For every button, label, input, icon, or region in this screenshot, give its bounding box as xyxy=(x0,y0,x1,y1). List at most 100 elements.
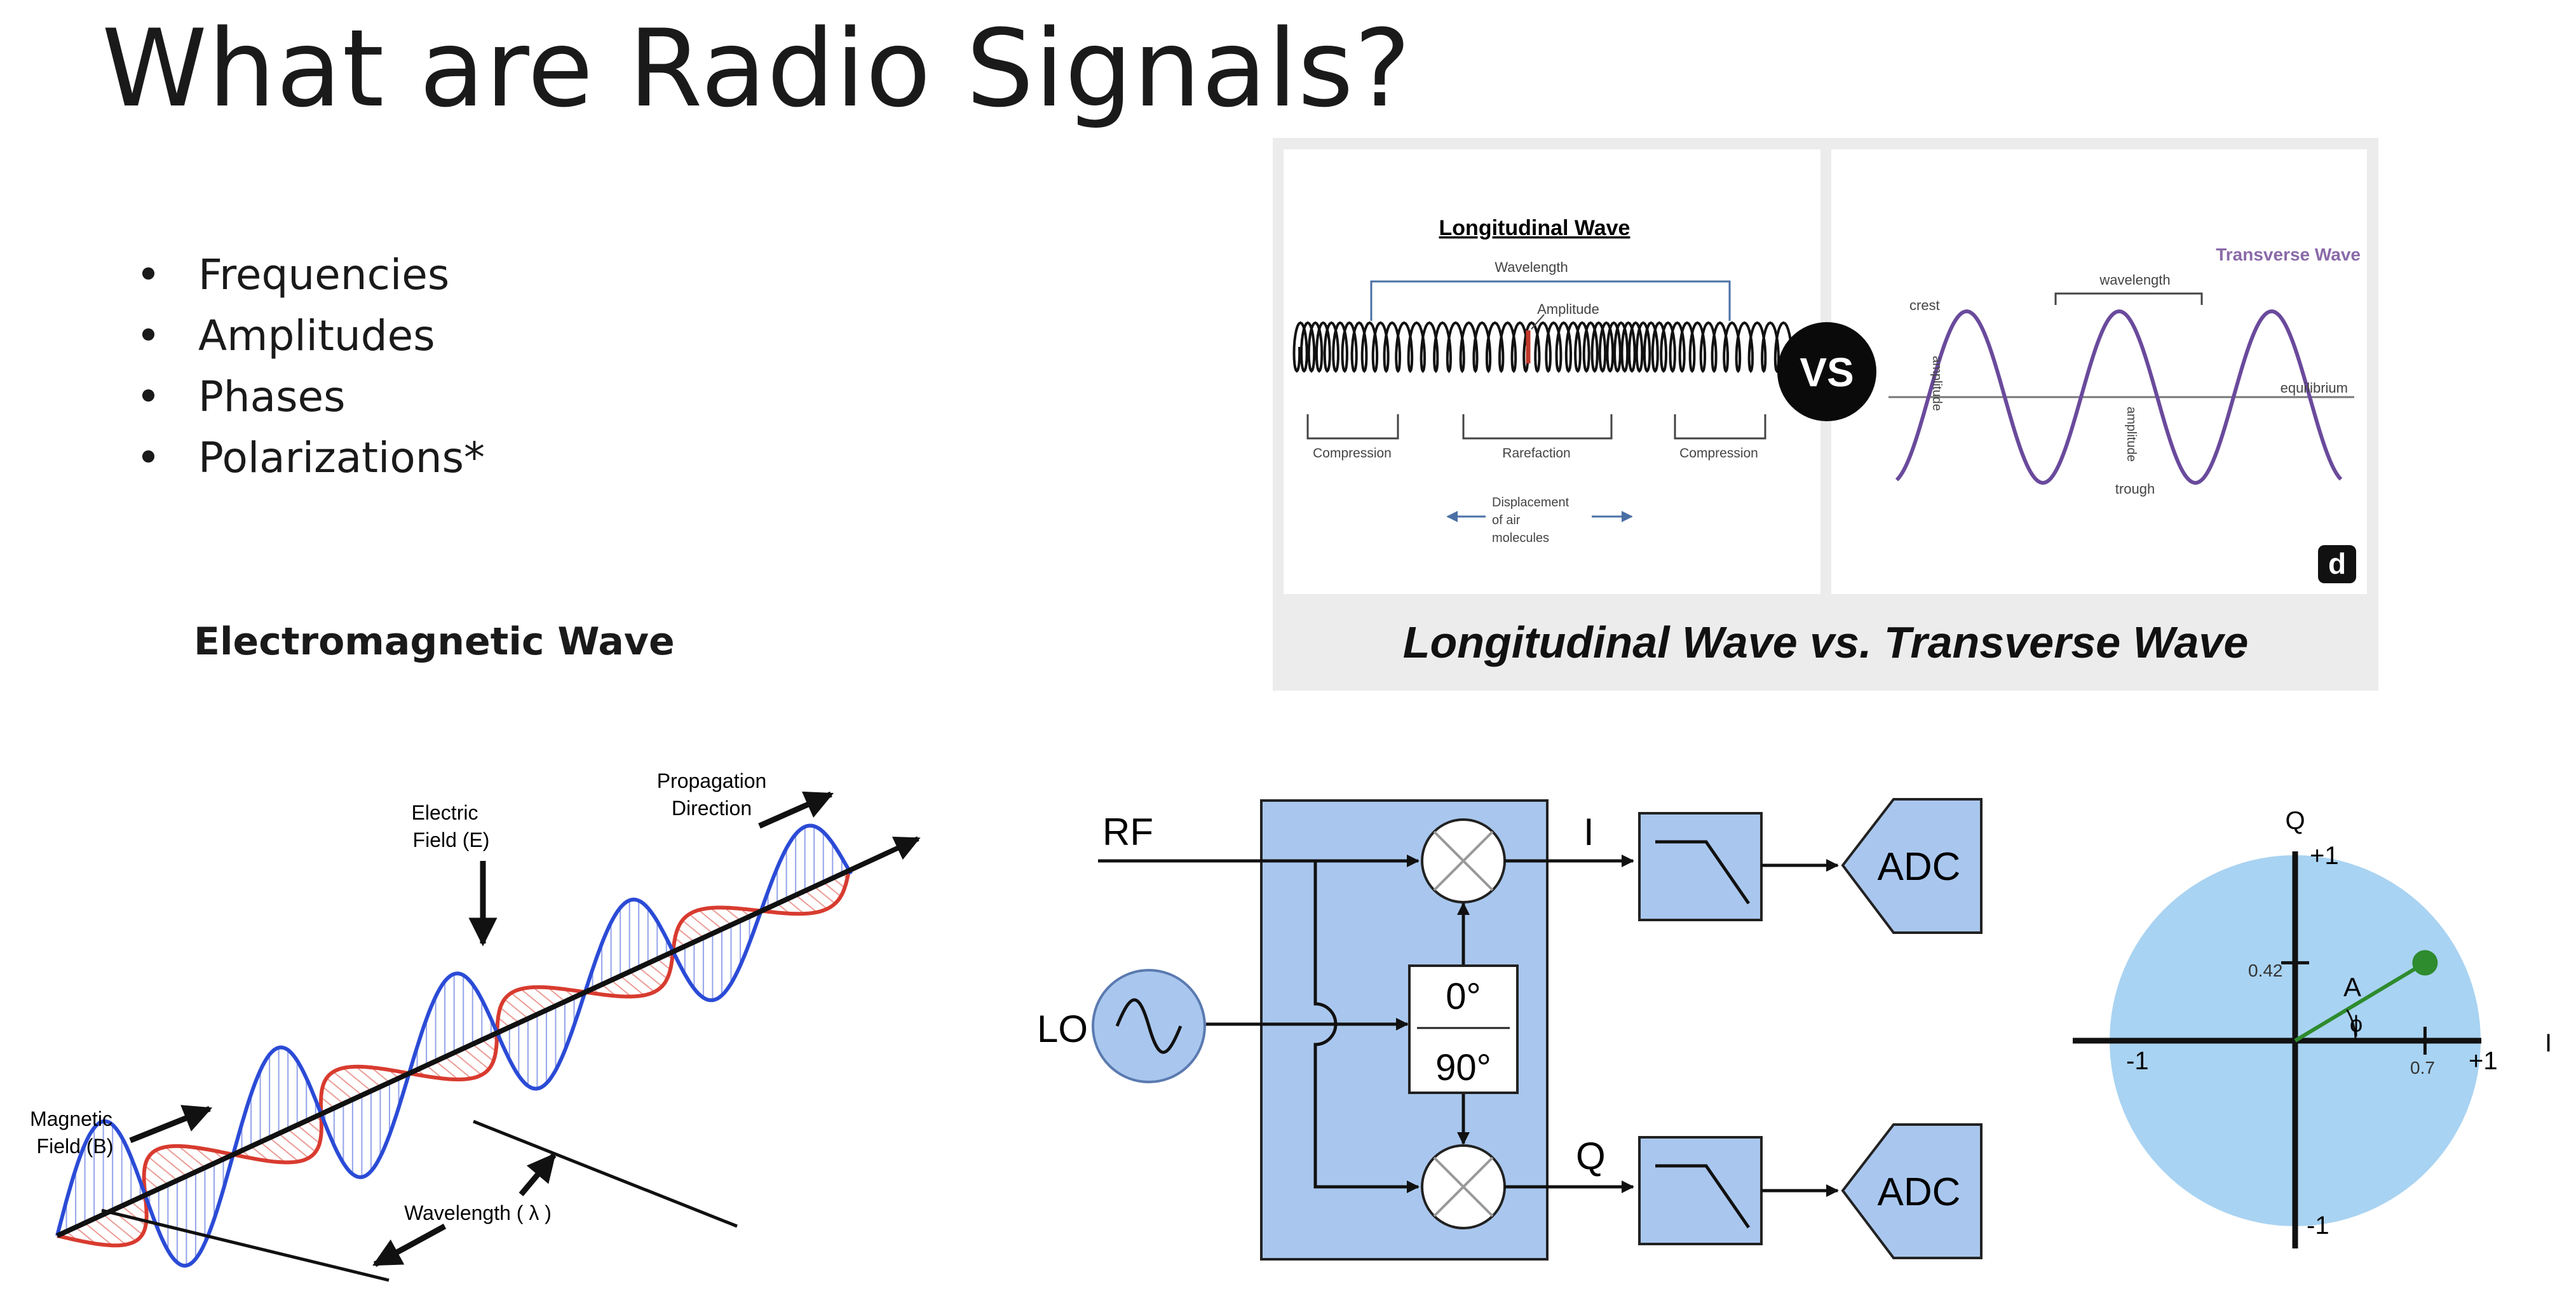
magnetic-field-hatch xyxy=(786,898,805,914)
electric-field-label-line2: Field (E) xyxy=(413,828,490,851)
wavelength-bracket xyxy=(1370,280,1731,321)
magnetic-field-hatch xyxy=(269,1137,299,1162)
magnetic-field-hatch xyxy=(278,1133,309,1159)
adc-bottom xyxy=(1841,1123,1983,1259)
magnetic-field-hatch xyxy=(165,1146,196,1173)
iq-demodulator-diagram: 0° 90° ADC ADC RF LO I Q xyxy=(1037,798,1983,1261)
magnetic-field-hatch xyxy=(689,914,714,934)
propagation-label-line1: Propagation xyxy=(657,769,767,792)
magnetic-field-hatch xyxy=(647,963,668,980)
magnetic-field-hatch xyxy=(130,1201,147,1215)
compression-label-right: Compression xyxy=(1679,446,1758,461)
magnetic-field-hatch xyxy=(287,1128,316,1153)
magnetic-field-hatch xyxy=(342,1067,372,1092)
magnetic-field-hatch xyxy=(795,894,818,913)
magnetic-field-hatch xyxy=(472,1043,494,1062)
phase-bottom-label: 90° xyxy=(1435,1047,1491,1088)
magnetic-field-hatch xyxy=(144,1165,168,1186)
magnetic-field-hatch xyxy=(93,1218,126,1245)
compression-bracket-left xyxy=(1306,414,1399,440)
transverse-wavelength-label: wavelength xyxy=(2099,272,2170,288)
magnetic-field-hatch xyxy=(370,1067,390,1083)
magnetic-field-arrow xyxy=(129,1105,213,1144)
magnetic-field-hatch xyxy=(724,907,741,921)
wavelength-arrow-left xyxy=(372,1224,447,1267)
magnetic-field-hatch xyxy=(520,988,547,1011)
magnetic-field-hatch xyxy=(103,1214,137,1242)
magnetic-field-hatch xyxy=(306,1120,322,1133)
q-label: Q xyxy=(1576,1135,1606,1177)
magnetic-field-hatch xyxy=(84,1222,113,1246)
bottom-mixer-cross-icon xyxy=(1433,1156,1494,1217)
lowpass-filter-bottom xyxy=(1638,1136,1763,1245)
magnetic-field-hatch xyxy=(677,928,695,943)
topic-item: •Frequencies xyxy=(136,250,450,299)
magnetic-field-hatch xyxy=(813,886,836,904)
adc-top xyxy=(1841,798,1983,934)
publisher-logo xyxy=(2318,545,2356,583)
vs-badge xyxy=(1777,322,1876,421)
compression-bracket-right xyxy=(1674,414,1766,440)
crest-label: crest xyxy=(1909,297,1940,313)
magnetic-field-hatch xyxy=(143,1176,159,1190)
rf-label: RF xyxy=(1102,811,1153,853)
magnetic-field-hatch xyxy=(638,966,663,987)
transverse-title: Transverse Wave xyxy=(2216,245,2361,264)
magnetic-field-hatch xyxy=(322,1086,344,1104)
topic-label: Frequencies xyxy=(198,250,450,299)
topic-label: Phases xyxy=(198,372,346,421)
propagation-arrow xyxy=(758,791,834,829)
magnetic-field-hatch xyxy=(510,992,538,1015)
magnetic-field-label-line2: Field (B) xyxy=(37,1135,114,1158)
magnetic-field-hatch xyxy=(481,1039,496,1052)
compression-label-left: Compression xyxy=(1313,446,1392,461)
trough-amplitude-label: amplitude xyxy=(2124,407,2138,462)
phase-label: ϕ xyxy=(2350,1011,2362,1037)
q-plus-one-label: +1 xyxy=(2310,842,2339,870)
page-title: What are Radio Signals? xyxy=(102,6,1412,131)
electric-field-wave xyxy=(55,823,853,1268)
magnetic-field-hatch xyxy=(804,890,828,910)
topic-item: •Amplitudes xyxy=(136,311,435,360)
phase-shifter xyxy=(1408,964,1519,1094)
magnetic-field-hatch xyxy=(326,1078,353,1100)
longitudinal-wavelength-label: Wavelength xyxy=(1495,259,1568,275)
magnetic-field-hatch xyxy=(547,987,566,1002)
magnetic-field-hatch xyxy=(698,909,722,930)
amplitude-pointer xyxy=(1531,314,1545,330)
topic-label: Amplitudes xyxy=(198,311,435,360)
magnetic-field-hatch xyxy=(194,1147,215,1164)
magnetic-field-hatch xyxy=(823,881,841,897)
magnetic-field-hatch xyxy=(250,1146,270,1162)
wavelength-label: Wavelength ( λ ) xyxy=(404,1201,552,1224)
em-wave-caption: Electromagnetic Wave xyxy=(194,619,675,664)
displacement-label-line3: molecules xyxy=(1492,531,1549,545)
magnetic-field-hatch xyxy=(532,987,557,1006)
magnetic-field-hatch xyxy=(463,1048,489,1070)
transverse-wavelength-bracket xyxy=(2054,292,2203,305)
displacement-label-line2: of air xyxy=(1492,513,1521,527)
wavelength-guide-left xyxy=(101,1208,390,1282)
publisher-logo-text: d xyxy=(2328,547,2346,580)
magnetic-field-hatch xyxy=(710,907,732,926)
comparison-caption: Longitudinal Wave vs. Transverse Wave xyxy=(1403,618,2249,667)
magnetic-field-curve xyxy=(57,867,851,1248)
lowpass-top-icon xyxy=(1655,840,1751,905)
magnetic-field-hatch xyxy=(320,1097,335,1109)
q-minus-one-label: -1 xyxy=(2307,1212,2329,1240)
i-label: I xyxy=(1583,811,1594,853)
crest-amplitude-label: amplitude xyxy=(1930,356,1944,411)
lowpass-bottom-icon xyxy=(1655,1164,1751,1229)
longitudinal-title: Longitudinal Wave xyxy=(1439,216,1630,240)
transverse-wave xyxy=(1895,309,2343,485)
lo-label: LO xyxy=(1037,1008,1088,1050)
magnetic-field-hatch xyxy=(259,1141,286,1163)
q-axis-label: Q xyxy=(2285,807,2305,835)
i-axis-label: I xyxy=(2545,1029,2552,1057)
magnetic-field-hatch xyxy=(332,1071,363,1096)
topic-list: •Frequencies •Amplitudes •Phases •Polari… xyxy=(127,245,485,489)
amplitude-label: A xyxy=(2343,972,2361,1002)
rarefaction-bracket xyxy=(1462,414,1613,440)
electric-field-label-line1: Electric xyxy=(412,801,478,824)
magnetic-field-hatch xyxy=(454,1051,482,1076)
